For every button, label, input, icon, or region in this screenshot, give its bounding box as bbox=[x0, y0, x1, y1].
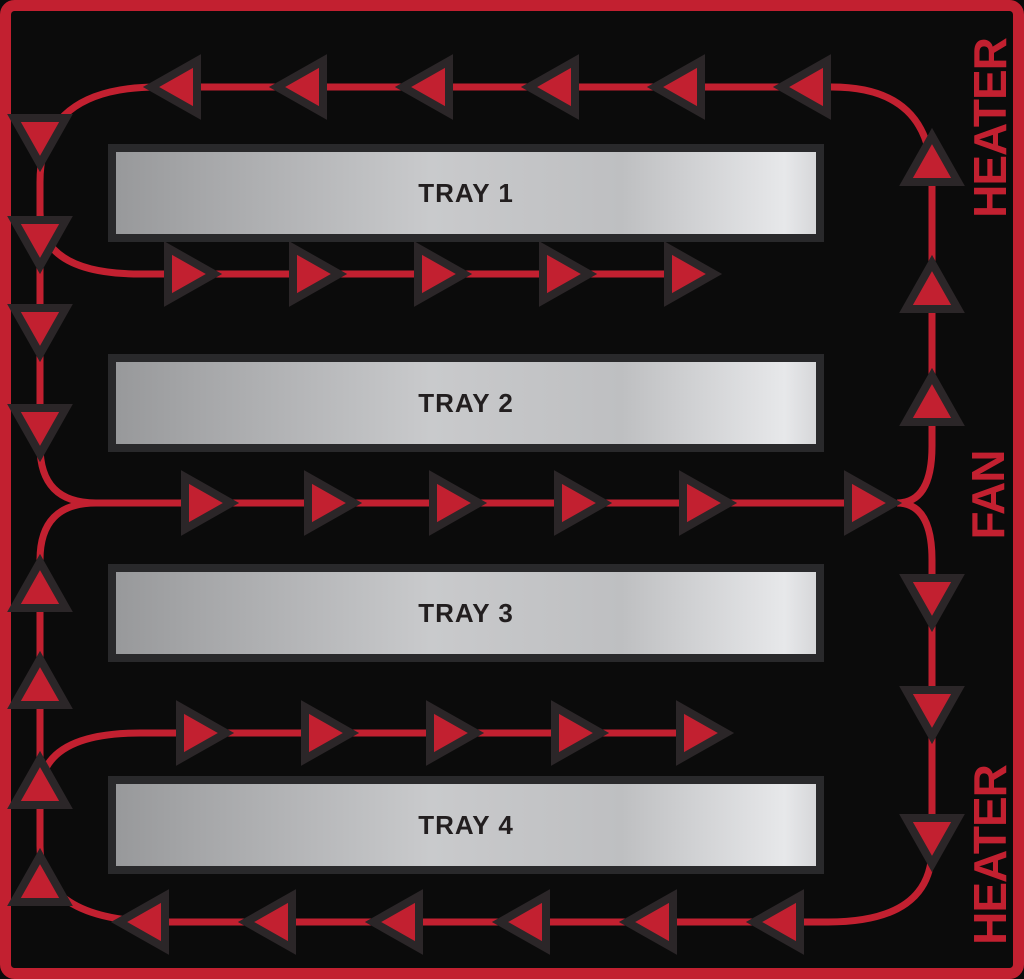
flow-arrow-up-right-column-upper bbox=[899, 367, 965, 426]
flow-arrow-right-middle-row bbox=[844, 470, 903, 536]
flow-arrow-up-left-column-lower bbox=[7, 553, 73, 612]
flow-arrow-right-middle-row bbox=[554, 470, 613, 536]
tray-3-shelf bbox=[108, 564, 824, 662]
tray-3: TRAY 3 bbox=[108, 564, 824, 662]
flow-arrow-right-below-tray-1 bbox=[289, 241, 348, 307]
flow-arrow-down-left-column-upper bbox=[7, 304, 73, 363]
flow-arrow-down-left-column-upper bbox=[7, 114, 73, 173]
flow-arrow-right-above-tray-4 bbox=[426, 700, 485, 766]
flow-arrow-down-left-column-upper bbox=[7, 404, 73, 463]
flow-line-left-junction-lower bbox=[36, 499, 97, 561]
tray-2-shelf bbox=[108, 354, 824, 452]
flow-line-fan-junction-lower bbox=[896, 499, 936, 561]
flow-arrow-right-below-tray-1 bbox=[164, 241, 223, 307]
flow-arrow-left-bottom-row bbox=[110, 889, 169, 955]
tray-1-shelf bbox=[108, 144, 824, 242]
flow-arrow-right-above-tray-4 bbox=[676, 700, 735, 766]
tray-1: TRAY 1 bbox=[108, 144, 824, 242]
flow-arrow-right-above-tray-4 bbox=[551, 700, 610, 766]
heater-top-label: HEATER bbox=[964, 37, 1016, 217]
tray-1-label: TRAY 1 bbox=[418, 178, 514, 208]
flow-arrow-up-left-column-lower bbox=[7, 847, 73, 906]
flow-arrow-left-bottom-row bbox=[745, 889, 804, 955]
flow-arrow-left-top-row bbox=[268, 54, 327, 120]
flow-arrow-down-right-column-lower bbox=[899, 574, 965, 633]
flow-arrow-left-top-row bbox=[772, 54, 831, 120]
flow-arrow-left-top-row bbox=[394, 54, 453, 120]
flow-arrow-right-above-tray-4 bbox=[301, 700, 360, 766]
tray-4: TRAY 4 bbox=[108, 776, 824, 874]
fan-label: FAN bbox=[962, 451, 1014, 540]
flow-arrow-down-left-column-upper bbox=[7, 216, 73, 275]
tray-4-shelf bbox=[108, 776, 824, 874]
tray-4-label: TRAY 4 bbox=[418, 810, 514, 840]
flow-arrow-right-middle-row bbox=[181, 470, 240, 536]
airflow-arrows bbox=[7, 54, 965, 955]
flow-arrow-right-middle-row bbox=[679, 470, 738, 536]
tray-3-label: TRAY 3 bbox=[418, 598, 514, 628]
tray-2: TRAY 2 bbox=[108, 354, 824, 452]
flow-arrow-left-top-row bbox=[142, 54, 201, 120]
flow-arrow-left-top-row bbox=[646, 54, 705, 120]
heater-bottom-label: HEATER bbox=[964, 764, 1016, 944]
flow-arrow-up-left-column-lower bbox=[7, 650, 73, 709]
flow-arrow-left-top-row bbox=[520, 54, 579, 120]
flow-arrow-right-above-tray-4 bbox=[176, 700, 235, 766]
flow-arrow-right-middle-row bbox=[304, 470, 363, 536]
flow-arrow-right-below-tray-1 bbox=[664, 241, 723, 307]
flow-arrow-up-right-column-upper bbox=[899, 127, 965, 186]
flow-arrow-up-left-column-lower bbox=[7, 750, 73, 809]
flow-arrow-left-bottom-row bbox=[364, 889, 423, 955]
flow-arrow-left-bottom-row bbox=[491, 889, 550, 955]
flow-arrow-down-right-column-lower bbox=[899, 814, 965, 873]
flow-arrow-right-middle-row bbox=[429, 470, 488, 536]
flow-arrow-left-bottom-row bbox=[237, 889, 296, 955]
tray-2-label: TRAY 2 bbox=[418, 388, 514, 418]
flow-arrow-left-bottom-row bbox=[618, 889, 677, 955]
flow-arrow-up-right-column-upper bbox=[899, 254, 965, 313]
flow-arrow-down-right-column-lower bbox=[899, 686, 965, 745]
flow-arrow-right-below-tray-1 bbox=[539, 241, 598, 307]
flow-arrow-right-below-tray-1 bbox=[414, 241, 473, 307]
